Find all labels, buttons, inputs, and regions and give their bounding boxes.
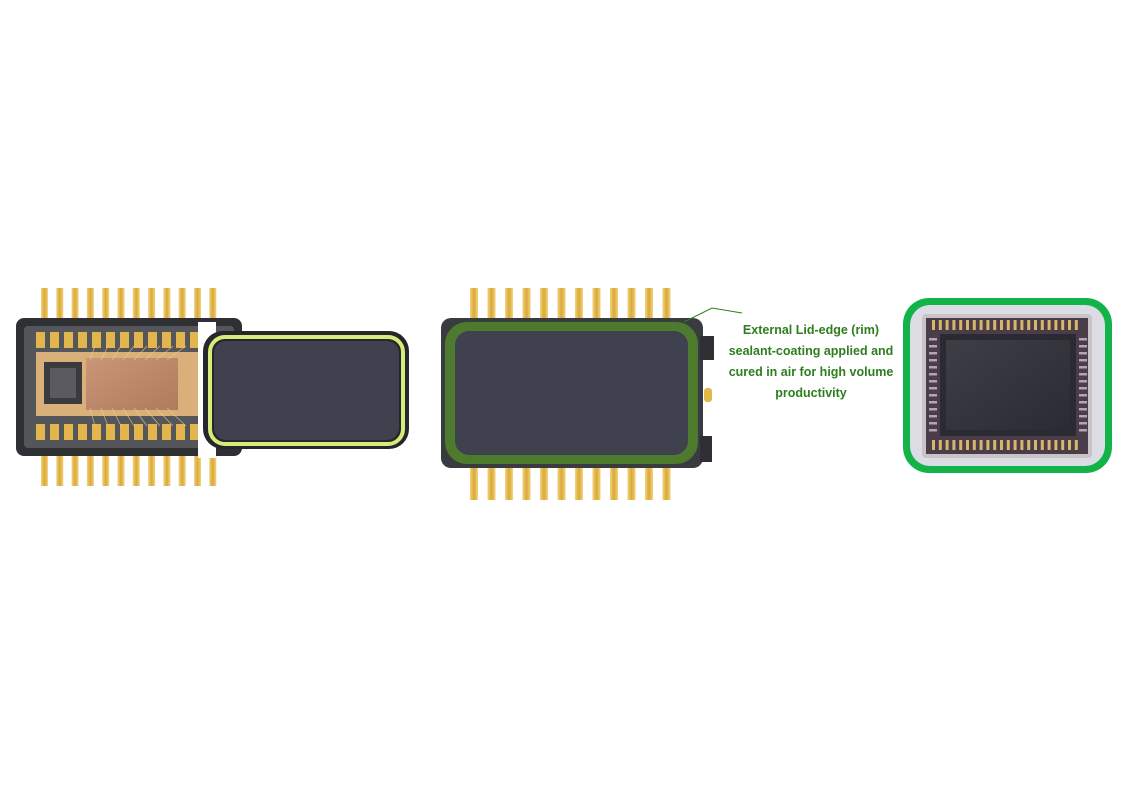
lead [102, 452, 110, 486]
lead [56, 452, 64, 486]
lead [71, 452, 79, 486]
lead [522, 464, 531, 500]
lead [505, 288, 513, 322]
lead [610, 288, 618, 322]
lead [487, 288, 496, 322]
lead [627, 464, 636, 500]
lead [575, 288, 583, 322]
lead [178, 288, 186, 320]
lead [645, 288, 653, 322]
lead [540, 464, 548, 500]
lead [592, 288, 601, 322]
sealed-package-middle [441, 288, 714, 500]
lead [132, 452, 140, 486]
lead [163, 288, 171, 320]
lid-middle [455, 331, 688, 455]
callout-leader-line [683, 307, 743, 323]
sealant-callout-text: External Lid-edge (rim) sealant-coating … [728, 323, 894, 400]
lead [56, 288, 64, 320]
lead [575, 464, 583, 500]
lead [540, 288, 548, 322]
lead [71, 288, 79, 320]
lead [470, 464, 478, 500]
top-leads-middle [470, 288, 671, 322]
lead [209, 452, 217, 486]
lead [662, 288, 671, 322]
lead [148, 452, 156, 486]
open-package-left [16, 288, 409, 486]
lead [209, 288, 217, 320]
lead [487, 464, 496, 500]
lead [163, 452, 171, 486]
lead [557, 288, 566, 322]
lead [132, 288, 140, 320]
lead [645, 464, 653, 500]
lead [102, 288, 110, 320]
lid-rim-highlight [208, 335, 405, 446]
bottom-leads-middle [470, 464, 671, 500]
bottom-leads-left [41, 452, 217, 486]
lead [194, 452, 201, 486]
image-sensor-right [903, 298, 1112, 473]
lead [117, 288, 125, 320]
lead [148, 288, 156, 320]
lead [41, 452, 48, 486]
lead [627, 288, 636, 322]
lead [194, 288, 201, 320]
lead [505, 464, 513, 500]
top-leads-left [41, 288, 217, 320]
lead [117, 452, 125, 486]
lead [662, 464, 671, 500]
lead [557, 464, 566, 500]
lead [41, 288, 48, 320]
lead [610, 464, 618, 500]
lead [86, 288, 94, 320]
die [86, 358, 178, 410]
lead [470, 288, 478, 322]
lead [592, 464, 601, 500]
lead [86, 452, 94, 486]
lead [522, 288, 531, 322]
lead [178, 452, 186, 486]
